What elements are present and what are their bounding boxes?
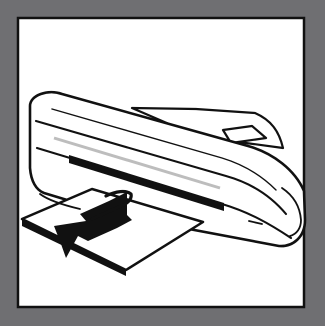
laminator-illustration xyxy=(0,0,325,326)
illustration-frame xyxy=(0,0,325,326)
